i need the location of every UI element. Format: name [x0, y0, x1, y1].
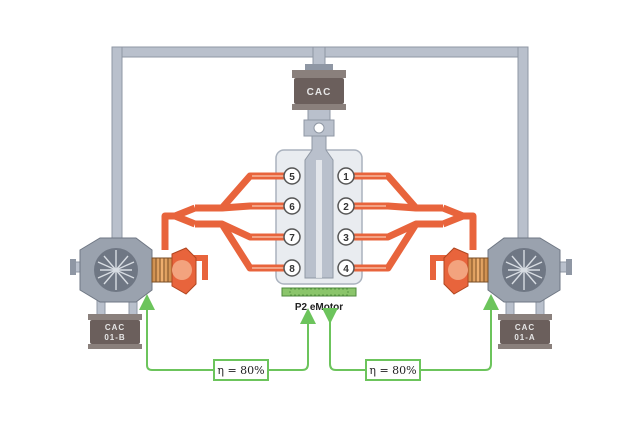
cac-right-label-1: CAC — [515, 323, 535, 332]
cac-right-label-2: 01-A — [514, 333, 535, 342]
cylinder-2: 2 — [343, 202, 349, 213]
efficiency-arrow-left — [139, 294, 316, 371]
efficiency-arrow-right — [322, 294, 499, 371]
cylinders-right: 1 2 3 4 — [337, 167, 355, 277]
cylinder-5: 5 — [289, 172, 295, 183]
cylinder-8: 8 — [289, 264, 295, 275]
turbo-left — [79, 237, 197, 303]
cac-left-label-2: 01-B — [104, 333, 125, 342]
flanges — [70, 64, 572, 275]
p2-emotor: P2 eMotor — [281, 287, 357, 313]
cac-left: CAC 01-B — [88, 314, 142, 349]
cac-right: CAC 01-A — [498, 314, 552, 349]
throttle-valve — [303, 119, 335, 137]
cylinder-7: 7 — [289, 233, 295, 244]
cylinder-4: 4 — [343, 264, 349, 275]
turbo-right — [443, 237, 561, 303]
engine-block — [275, 135, 363, 285]
cylinder-6: 6 — [289, 202, 295, 213]
cylinder-3: 3 — [343, 233, 349, 244]
efficiency-right-label: η = 80% — [369, 364, 416, 377]
emotor-label: P2 eMotor — [295, 302, 343, 313]
cylinder-1: 1 — [343, 172, 349, 183]
exhaust-flow-highlights — [252, 175, 386, 269]
cac-left-label-1: CAC — [105, 323, 125, 332]
efficiency-box-left: η = 80% — [213, 359, 269, 381]
cac-top-label: CAC — [307, 87, 332, 98]
cylinders-left: 5 6 7 8 — [283, 167, 301, 277]
efficiency-left-label: η = 80% — [217, 364, 264, 377]
efficiency-box-right: η = 80% — [365, 359, 421, 381]
cac-top: CAC — [292, 70, 346, 110]
